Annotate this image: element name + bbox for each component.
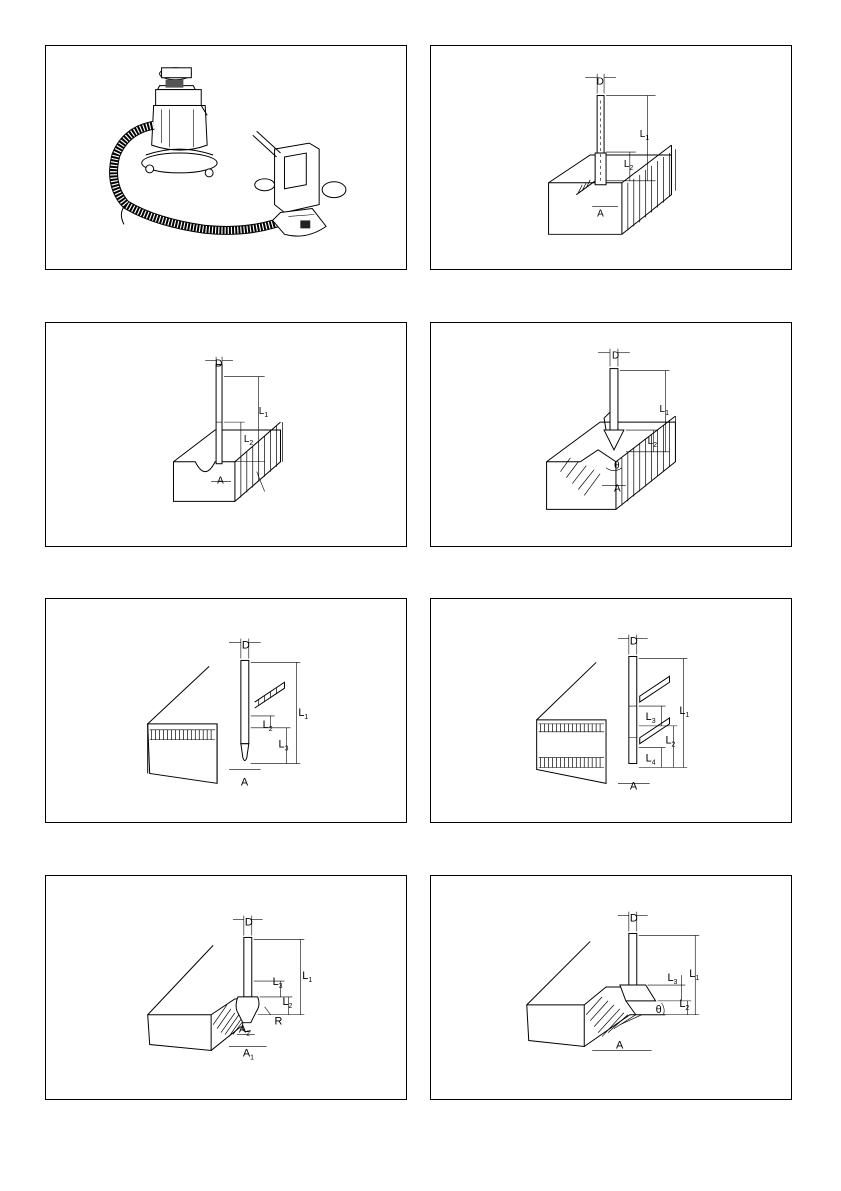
dim-label-l1: L1	[679, 705, 689, 719]
dim-label-r: R	[275, 1016, 283, 1028]
dim-label-d: D	[245, 917, 253, 929]
dim-label-l1: L1	[302, 970, 312, 984]
dim-label-a: A	[616, 1039, 624, 1051]
dim-label-l2: L2	[666, 735, 676, 749]
double-flush-bit	[629, 656, 637, 763]
dim-label-d: D	[215, 359, 222, 370]
corner-rounding-bit	[236, 937, 259, 1031]
dim-label-l4: L4	[646, 753, 656, 767]
vacuum-router-illustration	[46, 46, 406, 269]
straight-bit	[595, 96, 606, 185]
workpiece-board	[148, 945, 249, 1050]
chamfering-bit	[620, 933, 656, 1014]
dim-label-theta: θ	[614, 461, 620, 472]
dim-label-d: D	[612, 351, 619, 362]
dim-label-a1: A1	[243, 1047, 254, 1061]
figure-double-flush-bit: D L1 L2 L3 L4 A	[430, 598, 792, 823]
dim-label-theta: θ	[656, 1004, 662, 1016]
router-tool	[253, 131, 346, 236]
workpiece-block	[549, 145, 676, 234]
dim-label-a: A	[241, 776, 249, 788]
dim-label-l3: L3	[279, 739, 289, 753]
dim-label-d: D	[630, 913, 638, 925]
figure-corner-rounding-bit: D L1 L2 L3 R A2 A1	[45, 875, 407, 1100]
dim-label-l1: L1	[689, 968, 699, 982]
dim-label-a: A	[597, 208, 604, 219]
dim-label-l3: L3	[273, 976, 283, 990]
dim-label-l2: L2	[263, 719, 273, 733]
figure-flush-trim-bit: D L1 L2 L3 A	[45, 598, 407, 823]
figure-v-groove-bit: D L1 L2 θ A	[430, 322, 792, 547]
dim-label-d: D	[597, 77, 604, 88]
dim-label-l3: L3	[646, 711, 656, 725]
dim-label-d: D	[242, 640, 250, 652]
dim-label-a: A	[630, 780, 638, 792]
dim-label-a: A	[217, 476, 224, 487]
figure-u-groove-bit: D L1 L2 A	[45, 322, 407, 547]
figure-vacuum-connection	[45, 45, 407, 270]
dim-label-d: D	[630, 636, 638, 648]
dim-label-l2: L2	[282, 996, 292, 1010]
dim-label-l1: L1	[259, 406, 269, 419]
figure-chamfering-bit: D L1 L2 L3 θ A	[430, 875, 792, 1100]
dimension-lines	[229, 639, 300, 770]
dim-label-l3: L3	[667, 972, 677, 986]
figure-straight-bit: D L1 L2 A	[430, 45, 792, 270]
dim-label-l1: L1	[660, 404, 670, 417]
flush-trim-bit	[241, 660, 249, 760]
dim-label-l1: L1	[298, 707, 308, 721]
dim-label-l2: L2	[679, 998, 689, 1012]
u-groove-bit	[216, 365, 222, 464]
dim-label-a: A	[614, 483, 621, 494]
dim-label-a2: A2	[239, 1024, 250, 1038]
